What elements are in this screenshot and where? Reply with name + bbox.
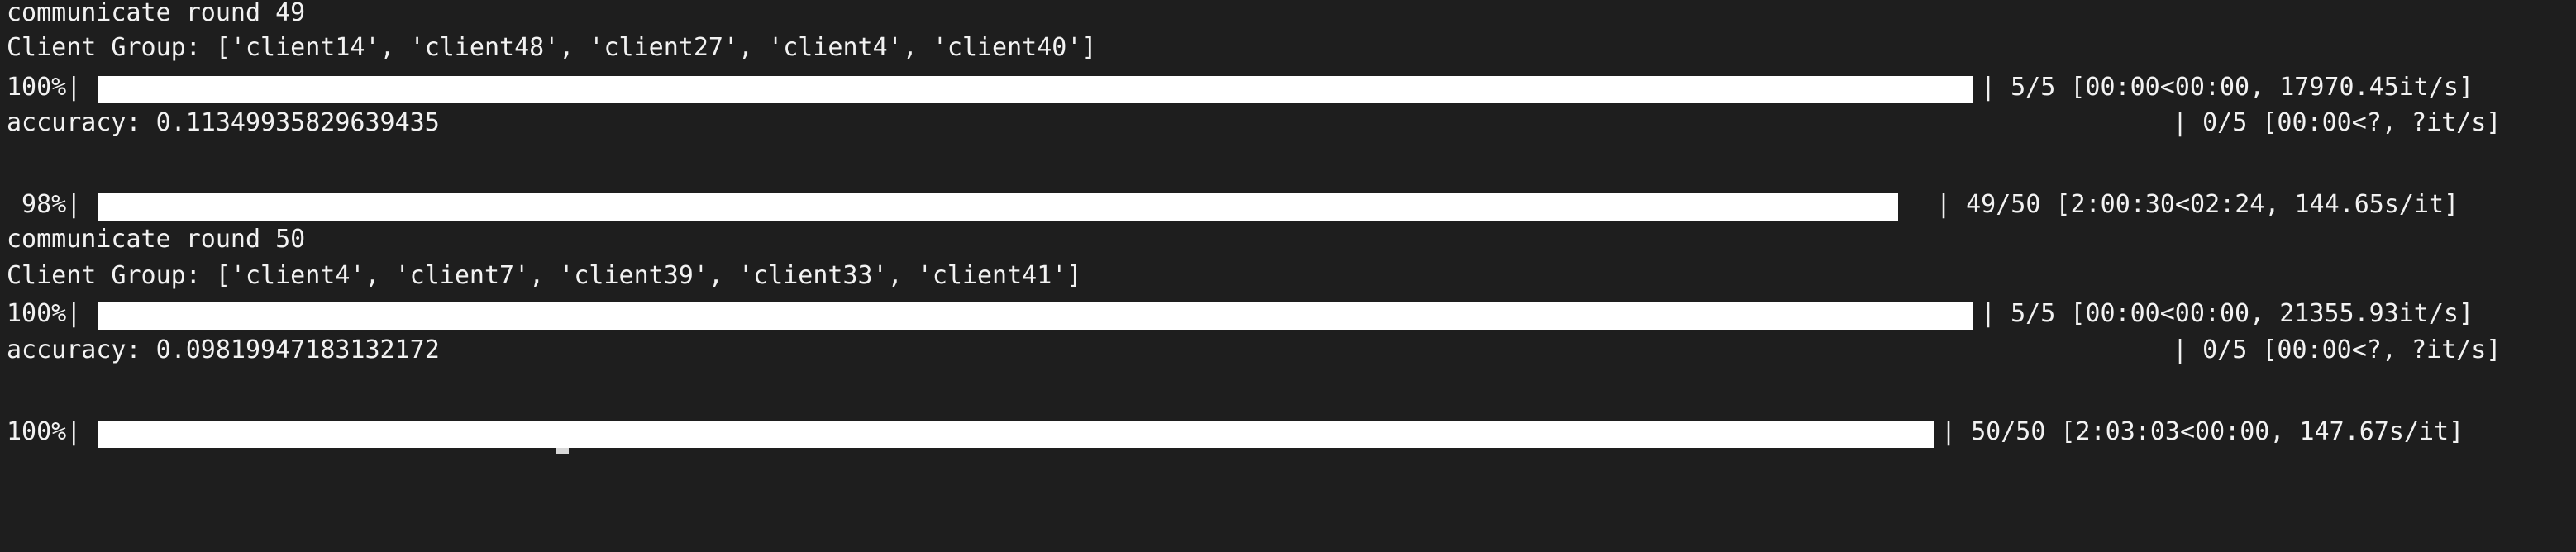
log-line-round-49: communicate round 49 (0, 0, 2576, 26)
progress-2-stats: | 49/50 [2:00:30<02:24, 144.65s/it] (1936, 190, 2459, 219)
accuracy-2-text: accuracy: 0.09819947183132172 (7, 335, 440, 364)
progress-1-bar (98, 76, 1973, 103)
progress-4-bar (98, 421, 1934, 448)
progress-1b-stats: | 0/5 [00:00<?, ?it/s] (2173, 108, 2502, 137)
progress-2-percent: 98%| (7, 190, 82, 219)
progress-2-bar (98, 193, 1898, 221)
log-line-accuracy-2: accuracy: 0.09819947183132172 | 0/5 [00:… (0, 337, 2576, 364)
client-group-1-text: Client Group: ['client14', 'client48', '… (7, 33, 1097, 62)
progress-line-outer-2: 100%| | 50/50 [2:03:03<00:00, 147.67s/it… (0, 417, 2576, 448)
log-line-accuracy-1: accuracy: 0.11349935829639435 | 0/5 [00:… (0, 110, 2576, 136)
progress-4-percent: 100%| (7, 417, 82, 446)
terminal-output[interactable]: communicate round 49 Client Group: ['cli… (0, 0, 2576, 454)
round-49-text: communicate round 49 (7, 0, 306, 27)
progress-line-3: 100%| | 5/5 [00:00<00:00, 21355.93it/s] (0, 299, 2576, 330)
progress-line-1: 100%| | 5/5 [00:00<00:00, 17970.45it/s] (0, 73, 2576, 103)
client-group-2-text: Client Group: ['client4', 'client7', 'cl… (7, 261, 1082, 290)
progress-1-percent: 100%| (7, 73, 82, 102)
log-line-client-group-2: Client Group: ['client4', 'client7', 'cl… (0, 263, 2576, 289)
progress-3-stats: | 5/5 [00:00<00:00, 21355.93it/s] (1981, 299, 2474, 328)
progress-4-stats: | 50/50 [2:03:03<00:00, 147.67s/it] (1941, 417, 2464, 446)
progress-3-percent: 100%| (7, 299, 82, 328)
progress-3b-stats: | 0/5 [00:00<?, ?it/s] (2173, 335, 2502, 364)
progress-3-bar (98, 302, 1973, 330)
progress-1-stats: | 5/5 [00:00<00:00, 17970.45it/s] (1981, 73, 2474, 102)
progress-line-outer-1: 98%| | 49/50 [2:00:30<02:24, 144.65s/it] (0, 190, 2576, 221)
log-line-round-50: communicate round 50 (0, 226, 2576, 253)
text-cursor (556, 448, 569, 454)
log-line-client-group-1: Client Group: ['client14', 'client48', '… (0, 35, 2576, 61)
round-50-text: communicate round 50 (7, 225, 306, 254)
accuracy-1-text: accuracy: 0.11349935829639435 (7, 108, 440, 137)
